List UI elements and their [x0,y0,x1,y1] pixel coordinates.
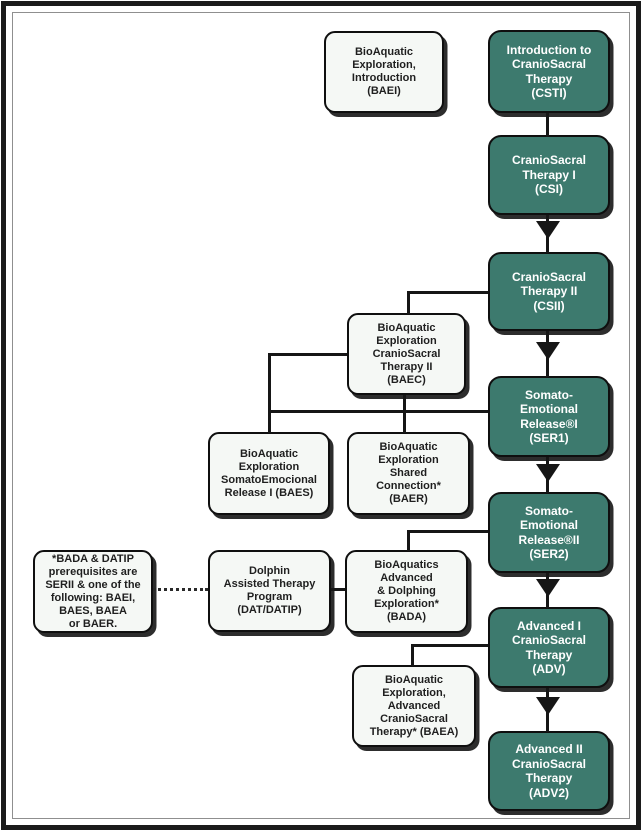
connector-baec-csii-horizontal [407,291,488,294]
connector-note-dat-dotted [153,588,208,591]
arrowhead-down-ser2-adv-icon [536,579,560,597]
arrowhead-down-csi-csii-icon [536,221,560,239]
node-ser2: Somato- Emotional Release®II (SER2) [488,492,610,573]
node-csii: CranioSacral Therapy II (CSII) [488,252,610,331]
node-csti: Introduction to CranioSacral Therapy (CS… [488,30,610,113]
arrowhead-down-csii-ser1-icon [536,342,560,360]
node-baec: BioAquatic Exploration CranioSacral Ther… [347,313,466,395]
node-baer: BioAquatic Exploration Shared Connection… [347,432,470,515]
connector-baea-adv-horizontal [411,644,488,647]
node-adv: Advanced I CranioSacral Therapy (ADV) [488,607,610,688]
connector-baes-vertical [268,353,271,433]
connector-trunk-ser1-horizontal [268,410,488,413]
arrowhead-down-adv-adv2-icon [536,697,560,715]
node-baes: BioAquatic Exploration SomatoEmocional R… [208,432,330,515]
connector-bada-ser2-horizontal [407,530,488,533]
node-adv2: Advanced II CranioSacral Therapy (ADV2) [488,731,610,811]
connector-baea-adv-vertical [411,644,414,666]
node-bada: BioAquatics Advanced & Dolphing Explorat… [345,550,468,633]
node-csi: CranioSacral Therapy I (CSI) [488,135,610,215]
arrowhead-down-ser1-ser2-icon [536,464,560,482]
connector-csti-csi [546,113,549,137]
node-baea: BioAquatic Exploration, Advanced CranioS… [352,665,476,747]
node-ser1: Somato- Emotional Release®I (SER1) [488,376,610,457]
connector-baec-csii-vertical [407,291,410,314]
node-prerequisite-note: *BADA & DATIP prerequisites are SERII & … [33,550,153,633]
connector-bada-ser2-vertical [407,530,410,551]
node-dat-datip: Dolphin Assisted Therapy Program (DAT/DA… [208,550,331,632]
connector-dat-bada-horizontal [331,588,345,591]
connector-baes-baec-horizontal [268,353,347,356]
connector-baec-baer-vertical [403,395,406,433]
node-baei: BioAquatic Exploration, Introduction (BA… [324,31,444,113]
